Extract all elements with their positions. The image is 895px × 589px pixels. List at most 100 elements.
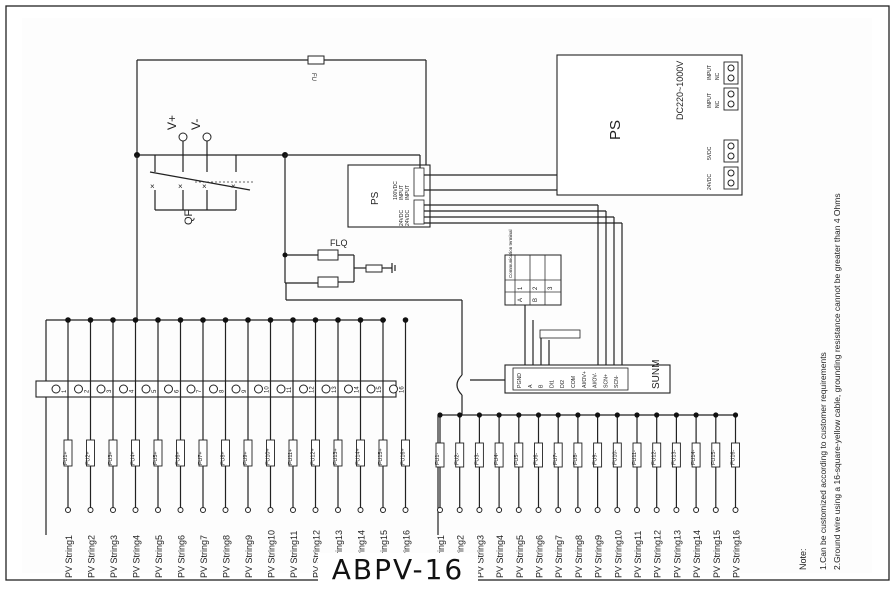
pos-string-column: FU11+PV String11 bbox=[288, 317, 299, 578]
pos-string-column: FU8+PV String8 bbox=[221, 317, 232, 578]
hall-sensor bbox=[186, 384, 196, 394]
sunm-pin-label: COM bbox=[571, 376, 577, 388]
hall-sensor bbox=[344, 384, 353, 394]
hall-sensor bbox=[299, 384, 308, 394]
sunm-pin-label: AI/OV- bbox=[593, 372, 599, 388]
neg-string-column: FU3-PV String3 bbox=[474, 412, 485, 578]
neg-string-label: PV String12 bbox=[653, 530, 663, 578]
hall-sensor bbox=[96, 384, 106, 394]
hall-sensor-number: 12 bbox=[310, 386, 316, 393]
neg-string-label: PV String6 bbox=[535, 535, 545, 578]
svg-text:×: × bbox=[231, 182, 236, 191]
neg-string-column: FU9-PV String9 bbox=[593, 412, 604, 578]
neg-string-column: FU16- PV String16 bbox=[731, 412, 742, 578]
neg-string-column: FU13- PV String13 bbox=[671, 412, 682, 578]
hall-sensor-number: 14 bbox=[355, 386, 361, 393]
svg-text:×: × bbox=[178, 182, 183, 191]
neg-fuse-label: FU3- bbox=[474, 453, 480, 465]
surge-protector: FLQ bbox=[282, 238, 396, 288]
model-title: ABPV-16 bbox=[318, 553, 478, 587]
pos-string-label: PV String1 bbox=[64, 535, 74, 578]
surge-label: FLQ bbox=[330, 238, 348, 248]
hall-sensor-number: 8 bbox=[220, 389, 226, 393]
sunm-pin-label: SCN- bbox=[614, 375, 620, 388]
neg-string-label: PV String15 bbox=[712, 530, 722, 578]
pos-string-label: PV String7 bbox=[199, 535, 209, 578]
neg-string-column: FU5-PV String5 bbox=[514, 412, 525, 578]
neg-string-label: PV String7 bbox=[554, 535, 564, 578]
svg-text:100VDC: 100VDC bbox=[393, 181, 399, 200]
ps-small-label: PS bbox=[370, 191, 381, 205]
neg-string-label: PV String13 bbox=[672, 530, 682, 578]
hall-sensor bbox=[164, 384, 173, 394]
hall-sensor-number: 15 bbox=[377, 386, 383, 393]
pos-string-label: PV String9 bbox=[244, 535, 254, 578]
qf-label: QF bbox=[183, 209, 195, 225]
hall-sensor-number: 5 bbox=[152, 389, 158, 393]
svg-text:24VDC: 24VDC bbox=[405, 209, 411, 226]
neg-string-column: FU15-PV String15 bbox=[711, 412, 722, 578]
pos-string-column: FU1+ PV String1 bbox=[63, 317, 74, 578]
top-fuse-line: FU bbox=[136, 55, 427, 165]
neg-fuse-label: FU12- bbox=[652, 450, 658, 465]
v-plus-terminal bbox=[178, 132, 188, 142]
pos-fuse-label: FU16+ bbox=[401, 448, 407, 465]
hall-sensor bbox=[366, 384, 376, 394]
neg-string-label: PV String8 bbox=[574, 535, 584, 578]
pos-string-column: FU3+PV String3 bbox=[108, 317, 119, 578]
neg-string-label: PV String16 bbox=[732, 530, 742, 578]
sunm-pin-label: AI/OV+ bbox=[582, 371, 588, 388]
neg-fuse-label: FU8- bbox=[573, 453, 579, 465]
pos-string-column: FU7+PV String7 bbox=[198, 317, 209, 578]
neg-fuse-label: FU4- bbox=[494, 453, 500, 465]
pos-string-label: PV String4 bbox=[132, 535, 142, 578]
hall-sensor bbox=[231, 384, 241, 394]
comm-terminal-title: Communication terminal bbox=[508, 229, 513, 278]
sunm-pin-label: A bbox=[528, 384, 534, 388]
sunm-pin-label: PGND bbox=[517, 373, 523, 388]
hall-sensor-number: 2 bbox=[85, 389, 91, 393]
neg-fuse-label: FU13- bbox=[671, 450, 677, 465]
pos-string-label: PV String2 bbox=[87, 535, 97, 578]
svg-text:5VDC: 5VDC bbox=[707, 146, 713, 160]
neg-fuse-label: FU5- bbox=[514, 453, 520, 465]
neg-string-column: FU10- PV String10 bbox=[612, 412, 623, 578]
pos-fuse-label: FU12+ bbox=[311, 448, 317, 465]
pos-fuse-label: FU5+ bbox=[153, 451, 159, 465]
pos-string-label: PV String6 bbox=[177, 535, 187, 578]
pos-string-label: PV String8 bbox=[222, 535, 232, 578]
sunm-pin-label: DI1 bbox=[549, 380, 555, 388]
pos-fuse-label: FU3+ bbox=[108, 451, 114, 465]
neg-string-column: FU8- PV String8 bbox=[573, 412, 584, 578]
svg-text:×: × bbox=[150, 182, 155, 191]
pos-string-column: FU10+PV String10 bbox=[266, 317, 277, 578]
neg-fuse-label: FU6- bbox=[534, 453, 540, 465]
communication-terminal: Communication terminal 1 2 3 A B bbox=[504, 229, 581, 339]
hall-sensor bbox=[321, 384, 331, 394]
positive-busbar bbox=[45, 283, 463, 535]
pos-string-label: PV String10 bbox=[267, 530, 277, 578]
neg-string-label: PV String10 bbox=[613, 530, 623, 578]
neg-string-column: FU6- PV String6 bbox=[534, 412, 545, 578]
v-plus-label: V+ bbox=[165, 115, 179, 130]
ps-small-module: PS 100VDC INPUT INPUT 24VDC 24VDC bbox=[285, 154, 623, 365]
svg-text:INPUT: INPUT bbox=[405, 185, 411, 200]
neg-fuse-label: FU2- bbox=[455, 453, 461, 465]
pos-fuse-label: FU1+ bbox=[63, 451, 69, 465]
svg-text:2: 2 bbox=[533, 286, 539, 290]
neg-fuse-label: FU16- bbox=[731, 450, 737, 465]
hall-sensor bbox=[254, 384, 263, 394]
notes-block: Note: 1.Can be customized according to c… bbox=[798, 193, 842, 570]
ps-large-label: PS bbox=[607, 120, 624, 140]
neg-fuse-label: FU10- bbox=[612, 450, 618, 465]
hall-sensor-number: 13 bbox=[332, 386, 338, 393]
hall-sensor bbox=[119, 384, 128, 394]
hall-sensor bbox=[389, 384, 398, 394]
svg-text:NC: NC bbox=[715, 100, 721, 108]
svg-text:×: × bbox=[202, 182, 207, 191]
negative-busbar bbox=[437, 414, 738, 535]
pos-fuse-label: FU14+ bbox=[356, 448, 362, 465]
pos-string-column: FU12+PV String12 bbox=[311, 317, 322, 578]
neg-string-label: PV String9 bbox=[594, 535, 604, 578]
